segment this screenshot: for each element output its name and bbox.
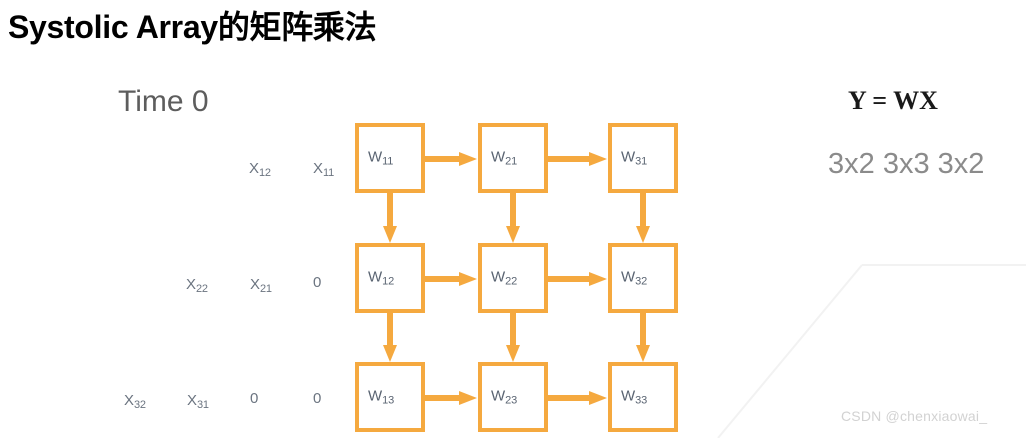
- subscript: 22: [505, 275, 518, 288]
- subscript: 31: [635, 155, 648, 168]
- pe-cell-label: W33: [621, 387, 648, 407]
- subscript: 31: [197, 399, 209, 412]
- matrix-equation: Y = WX: [848, 86, 938, 115]
- subscript: 12: [382, 275, 395, 288]
- arrow-down-c3r2-to-r3: [636, 312, 650, 362]
- arrow-right-r2c1-to-c2: [425, 272, 477, 286]
- input-label-zero-r3c4: 0: [313, 390, 322, 407]
- subscript: 11: [323, 167, 335, 180]
- input-label-zero-r2c3: 0: [313, 274, 322, 291]
- subscript: 13: [382, 394, 395, 407]
- input-label-x21: X21: [250, 276, 272, 296]
- pe-cell-label: W31: [621, 148, 648, 168]
- subscript: 21: [260, 283, 272, 296]
- arrow-down-c1r1-to-r2: [383, 192, 397, 243]
- csdn-watermark: CSDN @chenxiaowai_: [841, 408, 988, 424]
- input-label-x12: X12: [249, 160, 271, 180]
- arrow-right-r3c2-to-c3: [548, 391, 607, 405]
- subscript: 21: [505, 155, 518, 168]
- pe-cell-w13[interactable]: W13: [355, 362, 425, 432]
- pe-cell-w21[interactable]: W21: [478, 123, 548, 193]
- input-label-x32: X32: [124, 392, 146, 412]
- subscript: 11: [382, 155, 394, 168]
- arrow-right-r2c2-to-c3: [548, 272, 607, 286]
- arrow-down-c1r2-to-r3: [383, 312, 397, 362]
- page-title: Systolic Array的矩阵乘法: [8, 9, 377, 45]
- input-label-x22: X22: [186, 276, 208, 296]
- pe-cell-w11[interactable]: W11: [355, 123, 425, 193]
- subscript: 32: [635, 275, 648, 288]
- pe-cell-label: W12: [368, 268, 395, 288]
- arrow-right-r1c2-to-c3: [548, 152, 607, 166]
- pe-cell-w33[interactable]: W33: [608, 362, 678, 432]
- pe-cell-label: W23: [491, 387, 518, 407]
- pe-cell-label: W22: [491, 268, 518, 288]
- arrow-down-c2r1-to-r2: [506, 192, 520, 243]
- matrix-dimensions: 3x2 3x3 3x2: [828, 148, 985, 180]
- arrow-right-r3c1-to-c2: [425, 391, 477, 405]
- pe-cell-label: W13: [368, 387, 395, 407]
- input-label-x11: X11: [313, 160, 335, 180]
- arrow-down-c3r1-to-r2: [636, 192, 650, 243]
- subscript: 23: [505, 394, 518, 407]
- pe-cell-label: W11: [368, 148, 394, 168]
- pe-cell-w31[interactable]: W31: [608, 123, 678, 193]
- subscript: 22: [196, 283, 208, 296]
- subscript: 12: [259, 167, 271, 180]
- pe-cell-w23[interactable]: W23: [478, 362, 548, 432]
- arrow-down-c2r2-to-r3: [506, 312, 520, 362]
- pe-cell-label: W21: [491, 148, 518, 168]
- subscript: 32: [134, 399, 146, 412]
- subscript: 33: [635, 394, 648, 407]
- pe-cell-w32[interactable]: W32: [608, 243, 678, 313]
- arrow-right-r1c1-to-c2: [425, 152, 477, 166]
- pe-cell-label: W32: [621, 268, 648, 288]
- pe-cell-w12[interactable]: W12: [355, 243, 425, 313]
- input-label-x31: X31: [187, 392, 209, 412]
- pe-cell-w22[interactable]: W22: [478, 243, 548, 313]
- input-label-zero-r3c3: 0: [250, 390, 259, 407]
- time-step-label: Time 0: [118, 85, 209, 118]
